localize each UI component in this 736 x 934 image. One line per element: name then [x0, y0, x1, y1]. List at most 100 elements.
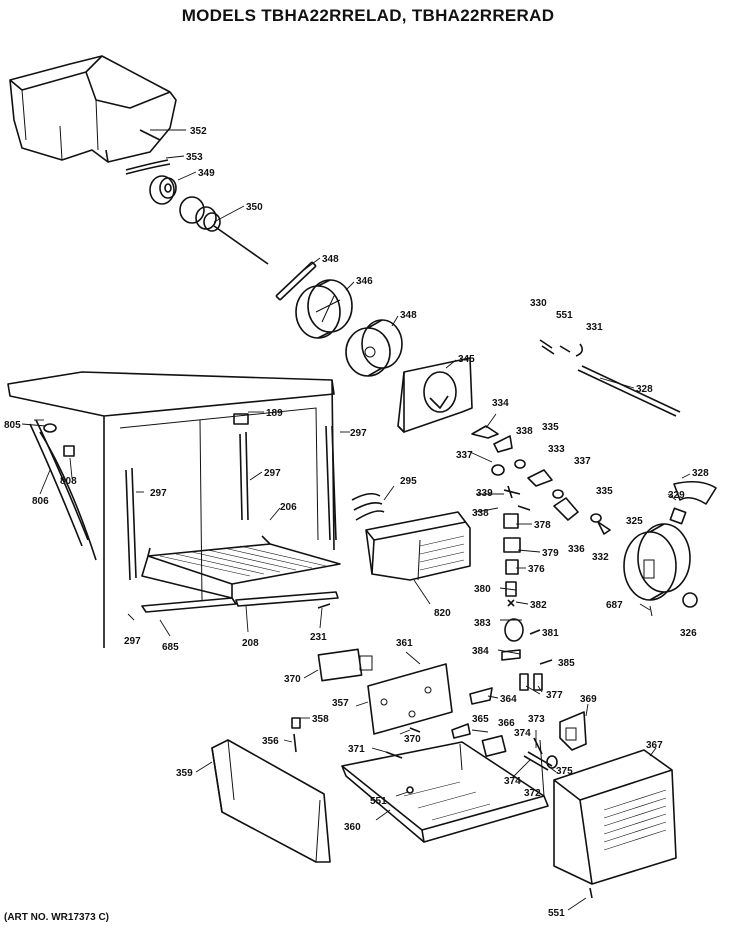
- part-label: 357: [332, 698, 349, 709]
- spring-strip-part: [125, 159, 169, 171]
- part-label: 332: [592, 552, 609, 563]
- part-label: 350: [246, 202, 263, 213]
- part-label: 352: [190, 126, 207, 137]
- part-label: 374: [514, 728, 531, 739]
- shelf-rail-part: [141, 597, 237, 613]
- part-label: 297: [350, 428, 367, 439]
- art-number: (ART NO. WR17373 C): [4, 912, 110, 923]
- wire-shelf-part: [141, 535, 341, 599]
- part-label: 374: [504, 776, 521, 787]
- part-label: 348: [322, 254, 339, 265]
- part-label: 334: [492, 398, 509, 409]
- part-label: 349: [198, 168, 215, 179]
- gasket-part: [39, 431, 97, 561]
- bearing-part: [149, 175, 177, 205]
- part-label: 820: [434, 608, 451, 619]
- part-label: 338: [472, 508, 489, 519]
- screw-part: [317, 603, 331, 609]
- motor-bracket-part: [673, 480, 717, 505]
- auger-part: [179, 196, 269, 265]
- part-label: 372: [524, 788, 541, 799]
- motor-part: [623, 523, 691, 601]
- ice-bucket-part: [9, 55, 177, 163]
- clip-part: [233, 413, 249, 425]
- part-label: 380: [474, 584, 491, 595]
- screw-part: [293, 733, 297, 753]
- part-label: 333: [548, 444, 565, 455]
- part-label: 189: [266, 408, 283, 419]
- center-rail-part: [239, 431, 249, 521]
- screw-part: [589, 887, 593, 899]
- part-label: 806: [32, 496, 49, 507]
- part-label: 339: [476, 488, 493, 499]
- part-label: 366: [498, 718, 515, 729]
- part-label: 373: [528, 714, 545, 725]
- part-label: 360: [344, 822, 361, 833]
- part-label: 356: [262, 736, 279, 747]
- part-label: 328: [636, 384, 653, 395]
- part-label: 353: [186, 152, 203, 163]
- base-tray-part: [341, 739, 549, 843]
- part-label: 297: [264, 468, 281, 479]
- freezer-cabinet: [7, 371, 335, 648]
- part-label: 385: [558, 658, 575, 669]
- part-label: 376: [528, 564, 545, 575]
- front-panel-part: [211, 739, 331, 863]
- mounting-plate-part: [397, 357, 473, 433]
- screw-part: [43, 423, 57, 433]
- part-label: 685: [162, 642, 179, 653]
- part-label: 384: [472, 646, 489, 657]
- part-label: 297: [124, 636, 141, 647]
- part-label: 367: [646, 740, 663, 751]
- part-label: 379: [542, 548, 559, 559]
- part-label: 346: [356, 276, 373, 287]
- crusher-housing-part: [295, 279, 353, 339]
- part-label: 551: [548, 908, 565, 919]
- wire-harness-part: [351, 492, 385, 521]
- part-labels: 352 353 349 350 348 346 348 345 330 551 …: [4, 126, 709, 919]
- ice-maker-part: [365, 511, 471, 581]
- part-label: 551: [370, 796, 387, 807]
- timer-part: [317, 648, 373, 682]
- part-label: 335: [542, 422, 559, 433]
- part-label: 297: [150, 488, 167, 499]
- motor-coupling-part: [682, 592, 698, 608]
- shelf-rail-part: [235, 591, 339, 607]
- access-cover-part: [553, 749, 677, 885]
- part-label: 331: [586, 322, 603, 333]
- crusher-blade-housing-part: [345, 319, 403, 377]
- part-label: 687: [606, 600, 623, 611]
- part-label: 361: [396, 638, 413, 649]
- part-label: 208: [242, 638, 259, 649]
- small-hardware-part: [539, 339, 681, 417]
- part-label: 378: [534, 520, 551, 531]
- part-label: 551: [556, 310, 573, 321]
- clip-part: [63, 445, 75, 457]
- part-label: 206: [280, 502, 297, 513]
- part-label: 359: [176, 768, 193, 779]
- screw-part: [406, 786, 414, 794]
- switch-stack-parts: [501, 513, 553, 691]
- part-label: 375: [556, 766, 573, 777]
- part-label: 382: [530, 600, 547, 611]
- relay-hardware-parts: [451, 687, 558, 771]
- control-plate-part: [367, 663, 453, 735]
- part-label: 808: [60, 476, 77, 487]
- part-label: 370: [284, 674, 301, 685]
- right-rail-part: [325, 425, 337, 541]
- part-label: 295: [400, 476, 417, 487]
- part-label: 337: [456, 450, 473, 461]
- leader-lines: [21, 129, 691, 911]
- part-label: 805: [4, 420, 21, 431]
- part-label: 370: [404, 734, 421, 745]
- part-label: 381: [542, 628, 559, 639]
- part-label: 364: [500, 694, 517, 705]
- part-label: 338: [516, 426, 533, 437]
- part-label: 371: [348, 744, 365, 755]
- part-label: 325: [626, 516, 643, 527]
- part-label: 383: [474, 618, 491, 629]
- part-label: 330: [530, 298, 547, 309]
- switch-bracket-parts: [471, 425, 611, 535]
